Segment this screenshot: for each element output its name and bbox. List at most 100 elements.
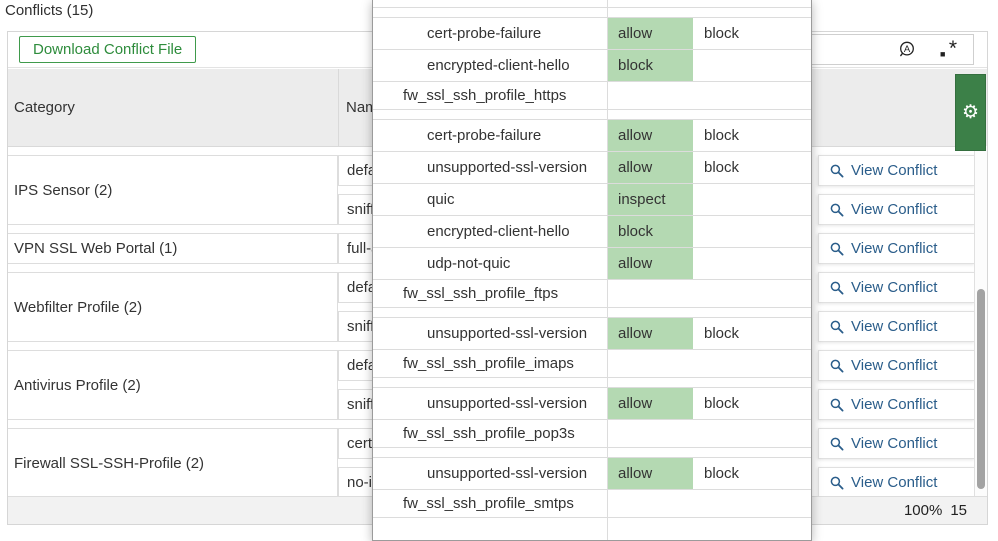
option-name [373, 518, 608, 540]
view-conflict-link[interactable]: View Conflict [818, 272, 975, 303]
option-name: cert-probe-failure [373, 18, 608, 49]
column-divider [338, 69, 339, 146]
option-value: inspect [608, 184, 693, 215]
option-name: encrypted-client-hello [373, 50, 608, 81]
column-settings-button[interactable]: ⚙ [955, 74, 986, 151]
page-title: Conflicts (15) [5, 2, 94, 19]
row-count: 15 [950, 502, 967, 519]
option-name [373, 0, 608, 7]
vertical-scrollbar[interactable] [974, 146, 987, 496]
overlay-profile-row: fw_ssl_ssh_profile_pop3s [373, 420, 811, 448]
overlay-spacer-row [373, 0, 811, 8]
overlay-spacer-row [373, 110, 811, 120]
magnifier-icon [830, 203, 844, 217]
option-value: allow [608, 120, 693, 151]
view-conflict-label: View Conflict [851, 474, 938, 491]
magnifier-icon [830, 437, 844, 451]
category-cell: Antivirus Profile (2) [8, 350, 338, 420]
option-other-value [693, 0, 811, 7]
option-name [373, 378, 608, 387]
match-case-icon[interactable]: A [897, 40, 916, 59]
option-other-value [693, 216, 811, 247]
option-value [608, 82, 693, 109]
profile-name: fw_ssl_ssh_profile_pop3s [373, 420, 608, 447]
option-name [373, 308, 608, 317]
overlay-spacer-row [373, 8, 811, 18]
profile-name: fw_ssl_ssh_profile_smtps [373, 490, 608, 517]
option-other-value [693, 448, 811, 457]
option-value: block [608, 50, 693, 81]
regex-dot: ■ [940, 48, 946, 59]
view-conflict-link[interactable]: View Conflict [818, 467, 975, 498]
option-value: allow [608, 18, 693, 49]
view-conflict-label: View Conflict [851, 162, 938, 179]
magnifier-icon [830, 164, 844, 178]
option-value [608, 110, 693, 119]
view-conflict-link[interactable]: View Conflict [818, 194, 975, 225]
overlay-spacer-row [373, 518, 811, 540]
column-header-category[interactable]: Category [14, 99, 75, 116]
magnifier-icon [830, 281, 844, 295]
option-name [373, 448, 608, 457]
magnifier-icon [830, 242, 844, 256]
category-cell: Firewall SSL-SSH-Profile (2) [8, 428, 338, 498]
view-conflict-link[interactable]: View Conflict [818, 155, 975, 186]
option-name: encrypted-client-hello [373, 216, 608, 247]
view-conflict-label: View Conflict [851, 435, 938, 452]
regex-icon[interactable]: ■* [940, 37, 957, 60]
option-name: unsupported-ssl-version [373, 388, 608, 419]
overlay-profile-row: fw_ssl_ssh_profile_smtps [373, 490, 811, 518]
option-name: unsupported-ssl-version [373, 152, 608, 183]
download-conflict-file-button[interactable]: Download Conflict File [19, 36, 197, 63]
option-name: quic [373, 184, 608, 215]
view-conflict-label: View Conflict [851, 240, 938, 257]
option-value [608, 280, 693, 307]
option-other-value: block [704, 465, 740, 482]
category-cell: IPS Sensor (2) [8, 155, 338, 225]
view-conflict-link[interactable]: View Conflict [818, 233, 975, 264]
option-value [608, 308, 693, 317]
view-conflict-label: View Conflict [851, 357, 938, 374]
view-conflict-label: View Conflict [851, 279, 938, 296]
option-value [608, 420, 693, 447]
category-cell: VPN SSL Web Portal (1) [8, 233, 338, 264]
view-conflict-link[interactable]: View Conflict [818, 428, 975, 459]
option-other-value [693, 110, 811, 119]
magnifier-icon [830, 476, 844, 490]
magnifier-icon [830, 359, 844, 373]
overlay-spacer-row [373, 448, 811, 458]
option-value: allow [608, 458, 693, 489]
option-value [608, 8, 693, 17]
option-other-value [693, 248, 811, 279]
overlay-profile-row: fw_ssl_ssh_profile_ftps [373, 280, 811, 308]
option-other-value [693, 350, 811, 377]
option-name [373, 110, 608, 119]
option-other-value [693, 8, 811, 17]
option-other-value [693, 184, 811, 215]
regex-star: * [948, 36, 957, 60]
view-conflict-link[interactable]: View Conflict [818, 350, 975, 381]
category-cell: Webfilter Profile (2) [8, 272, 338, 342]
view-conflict-link[interactable]: View Conflict [818, 311, 975, 342]
option-value [608, 518, 693, 540]
option-value: allow [608, 248, 693, 279]
view-conflict-link[interactable]: View Conflict [818, 389, 975, 420]
option-value: allow [608, 318, 693, 349]
scrollbar-thumb[interactable] [977, 289, 985, 489]
gear-icon: ⚙ [961, 102, 980, 123]
option-other-value [693, 280, 811, 307]
option-value [608, 0, 693, 7]
profile-name: fw_ssl_ssh_profile_ftps [373, 280, 608, 307]
view-conflict-label: View Conflict [851, 318, 938, 335]
option-other-value: block [704, 25, 740, 42]
magnifier-icon [830, 320, 844, 334]
option-other-value [693, 490, 811, 517]
option-name: udp-not-quic [373, 248, 608, 279]
